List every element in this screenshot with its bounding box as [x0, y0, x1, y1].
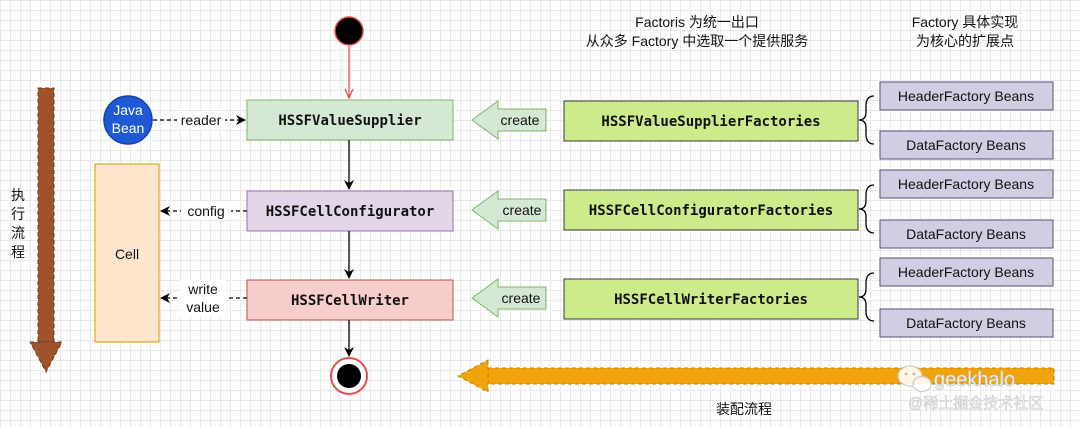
java-bean-label-2: Bean — [112, 120, 145, 136]
cell-writer-factories-label: HSSFCellWriterFactories — [614, 292, 808, 308]
reader-label: reader — [181, 112, 222, 128]
create-label-2: create — [503, 202, 542, 218]
cell-configurator-factories-label: HSSFCellConfiguratorFactories — [589, 203, 833, 219]
header-factory-beans-3-label: HeaderFactory Beans — [898, 264, 1034, 280]
execution-label-4: 程 — [11, 244, 25, 260]
reader-label-bg — [177, 111, 225, 129]
write-label: write — [187, 281, 218, 297]
data-factory-beans-3: DataFactory Beans — [879, 308, 1054, 338]
create-arrow-1: create — [471, 100, 547, 140]
brace-1 — [858, 95, 875, 145]
execution-flow-arrow — [29, 87, 63, 374]
value-supplier-factories-label: HSSFValueSupplierFactories — [601, 114, 820, 130]
execution-label-3: 流 — [11, 225, 25, 241]
start-node — [334, 16, 364, 46]
end-node — [330, 357, 368, 395]
header-factory-beans-2: HeaderFactory Beans — [879, 169, 1054, 199]
data-factory-beans-1: DataFactory Beans — [879, 130, 1054, 160]
header-factory-beans-1: HeaderFactory Beans — [879, 81, 1054, 111]
data-factory-beans-2: DataFactory Beans — [879, 219, 1054, 249]
create-label-3: create — [502, 290, 541, 306]
value-supplier-factories-node: HSSFValueSupplierFactories — [563, 100, 859, 142]
data-factory-beans-2-label: DataFactory Beans — [906, 226, 1026, 242]
assembly-label: 装配流程 — [716, 401, 772, 417]
header-factory-beans-1-label: HeaderFactory Beans — [898, 88, 1034, 104]
cell-node: Cell — [94, 163, 160, 343]
cell-writer-node: HSSFCellWriter — [246, 279, 454, 321]
cell-writer-label: HSSFCellWriter — [291, 293, 409, 309]
value-label: value — [186, 299, 220, 315]
watermark-brand: geekhalo — [934, 369, 1015, 391]
java-bean-label-1: Java — [113, 102, 143, 118]
factory-caption-line1: Factory 具体实现 — [912, 14, 1019, 30]
execution-label-2: 行 — [11, 206, 25, 222]
write-label-bg — [180, 280, 226, 316]
execution-label-1: 执 — [11, 187, 25, 203]
cell-configurator-factories-node: HSSFCellConfiguratorFactories — [563, 189, 859, 231]
factory-caption-line2: 为核心的扩展点 — [916, 33, 1014, 49]
factoris-caption-line1: Factoris 为统一出口 — [635, 14, 759, 30]
cell-configurator-node: HSSFCellConfigurator — [246, 190, 454, 232]
data-factory-beans-3-label: DataFactory Beans — [906, 315, 1026, 331]
wechat-icon — [897, 365, 932, 393]
value-supplier-label: HSSFValueSupplier — [278, 113, 421, 129]
header-factory-beans-2-label: HeaderFactory Beans — [898, 176, 1034, 192]
create-arrow-2: create — [471, 190, 547, 230]
java-bean-node: Java Bean — [103, 95, 153, 145]
config-label: config — [187, 203, 224, 219]
factoris-caption-line2: 从众多 Factory 中选取一个提供服务 — [586, 33, 808, 49]
cell-configurator-label: HSSFCellConfigurator — [266, 204, 435, 220]
brace-3 — [858, 272, 875, 322]
value-supplier-node: HSSFValueSupplier — [246, 99, 454, 141]
watermark-site: @稀土掘金技术社区 — [908, 395, 1043, 412]
cell-writer-factories-node: HSSFCellWriterFactories — [563, 278, 859, 320]
brace-2 — [858, 184, 875, 234]
config-label-bg — [181, 202, 231, 220]
data-factory-beans-1-label: DataFactory Beans — [906, 137, 1026, 153]
create-arrow-3: create — [471, 278, 547, 318]
header-factory-beans-3: HeaderFactory Beans — [879, 257, 1054, 287]
create-label-1: create — [501, 112, 540, 128]
cell-label: Cell — [115, 246, 139, 262]
